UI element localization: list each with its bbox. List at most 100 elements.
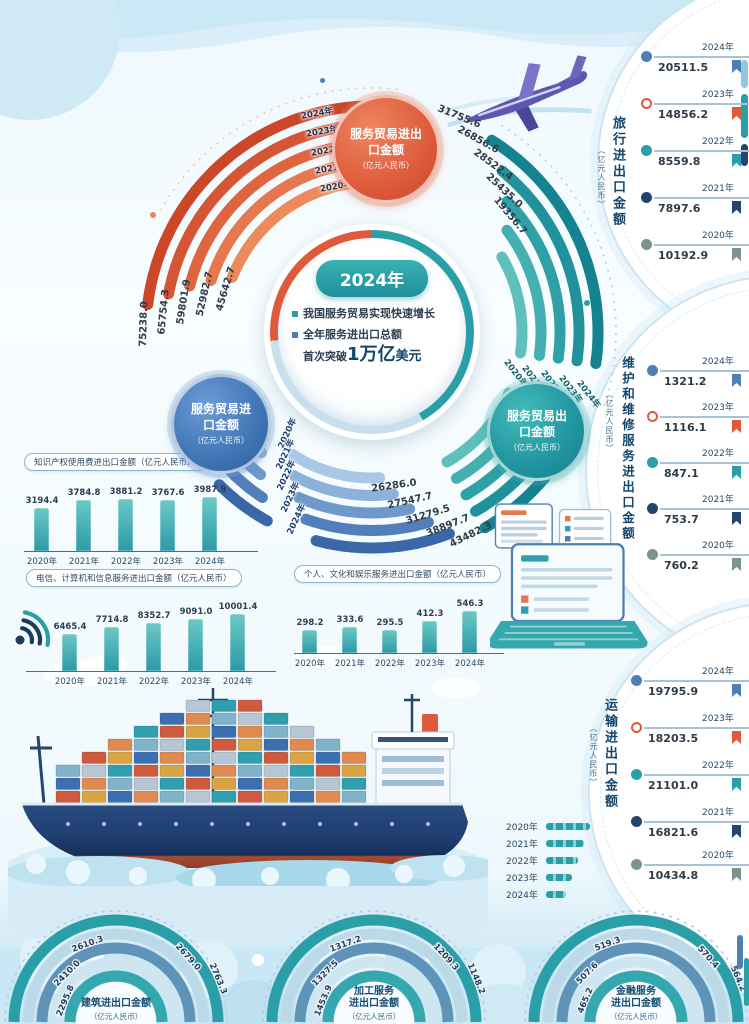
- bar: [382, 630, 397, 653]
- center-summary-circle: 2024年 我国服务贸易实现快速增长 全年服务进出口总额 首次突破1万亿美元: [264, 224, 480, 440]
- arc-year-label: 2021年: [274, 437, 298, 471]
- bar: [62, 634, 77, 671]
- cargo-container: [263, 738, 289, 751]
- cargo-container: [185, 738, 211, 751]
- bar-year-label: 2023年: [414, 659, 446, 669]
- bar-value-label: 295.5: [376, 618, 404, 628]
- badge-service-trade-export: 服务贸易出口金额（亿元人民币）: [487, 381, 587, 481]
- cargo-container: [185, 790, 211, 803]
- cargo-container: [55, 777, 81, 790]
- arc-band: [64, 970, 168, 1023]
- arc-band: [287, 448, 386, 484]
- arc-value-label: 65754.3: [156, 288, 172, 335]
- bar-value-label: 9091.0: [179, 607, 213, 617]
- bar-value-label: 333.6: [336, 615, 364, 625]
- cargo-container: [341, 764, 367, 777]
- dot-decoration: [150, 212, 156, 218]
- arc-band: [294, 942, 454, 1023]
- bar-value-label: 3194.4: [25, 496, 59, 506]
- arc-band: [300, 513, 434, 536]
- cargo-container: [211, 738, 237, 751]
- laptop-keyboard: [490, 621, 648, 649]
- arc-value-label: 38897.7: [425, 512, 472, 540]
- arc-band: [310, 528, 455, 554]
- cargo-container: [159, 777, 185, 790]
- cargo-container: [237, 751, 263, 764]
- arch-chart-title: 加工服务 进出口金额 （亿元人民币）: [347, 985, 401, 1021]
- bar-value-label: 412.3: [416, 609, 444, 619]
- legend-row: 2020年: [506, 818, 590, 835]
- cargo-container: [159, 712, 185, 725]
- bar: [146, 623, 161, 671]
- bar-year-label: 2023年: [180, 677, 212, 687]
- arc-band: [528, 914, 744, 1023]
- cargo-container: [81, 764, 107, 777]
- cargo-container: [263, 790, 289, 803]
- cargo-container: [289, 777, 315, 790]
- cargo-container: [185, 725, 211, 738]
- arc-band: [262, 910, 486, 1023]
- arc-band: [501, 195, 566, 364]
- dot-decoration: [320, 78, 325, 83]
- badge-service-trade-total: 服务贸易进出口金额（亿元人民币）: [332, 95, 440, 203]
- cargo-container: [341, 790, 367, 803]
- cargo-container: [237, 790, 263, 803]
- cargo-container: [185, 751, 211, 764]
- arc-value-label: 45642.7: [214, 265, 238, 313]
- bar: [202, 497, 217, 551]
- cargo-container: [211, 725, 237, 738]
- summary-bullet-2: 全年服务进出口总额 首次突破1万亿美元: [292, 328, 452, 366]
- airplane-illustration: [444, 55, 592, 132]
- bar-value-label: 3881.2: [109, 487, 143, 497]
- bar-year-label: 2022年: [374, 659, 406, 669]
- cargo-container: [185, 699, 211, 712]
- cargo-container: [263, 712, 289, 725]
- cargo-container: [263, 725, 289, 738]
- cargo-container: [237, 712, 263, 725]
- cargo-container: [237, 777, 263, 790]
- arc-year-label: 2020年: [276, 416, 300, 451]
- arc-band: [292, 491, 416, 519]
- bar-year-label: 2023年: [152, 557, 184, 567]
- bar-year-label: 2024年: [194, 557, 226, 567]
- transport-chart-title: 运输进出口金额: [602, 698, 617, 810]
- edge-stripe-decoration: [741, 94, 748, 138]
- cargo-container: [237, 725, 263, 738]
- arc-band: [322, 970, 426, 1023]
- transport-chart-unit: （亿元人民币）: [589, 724, 598, 787]
- laptop-screen: [510, 543, 625, 623]
- cargo-container: [315, 751, 341, 764]
- cargo-container: [133, 777, 159, 790]
- arch-inner-disc: [334, 982, 414, 1024]
- cargo-container: [185, 712, 211, 725]
- legend-bar: [546, 823, 590, 830]
- cargo-container: [237, 738, 263, 751]
- travel-chart-unit: （亿元人民币）: [597, 146, 606, 209]
- bar-year-label: 2022年: [110, 557, 142, 567]
- cargo-container: [263, 764, 289, 777]
- arc-value-label: 59801.9: [175, 278, 194, 325]
- bar-value-label: 3784.8: [67, 488, 101, 498]
- legend-row: 2024年: [506, 886, 590, 903]
- arc-band: [288, 470, 399, 501]
- arc-band: [496, 251, 528, 359]
- bar: [422, 621, 437, 653]
- arc-band: [4, 910, 228, 1023]
- bar-value-label: 6465.4: [53, 622, 87, 632]
- cargo-container: [133, 738, 159, 751]
- bar-year-label: 2021年: [96, 677, 128, 687]
- hull: [22, 804, 468, 868]
- cargo-container: [263, 751, 289, 764]
- arc-band: [280, 928, 468, 1023]
- cargo-container: [133, 764, 159, 777]
- arc-band: [501, 224, 547, 361]
- cargo-container: [133, 725, 159, 738]
- bar-chart-title: 个人、文化和娱乐服务进出口金额（亿元人民币）: [294, 565, 502, 583]
- arc-value-label: 26286.0: [370, 477, 418, 496]
- cargo-container: [133, 751, 159, 764]
